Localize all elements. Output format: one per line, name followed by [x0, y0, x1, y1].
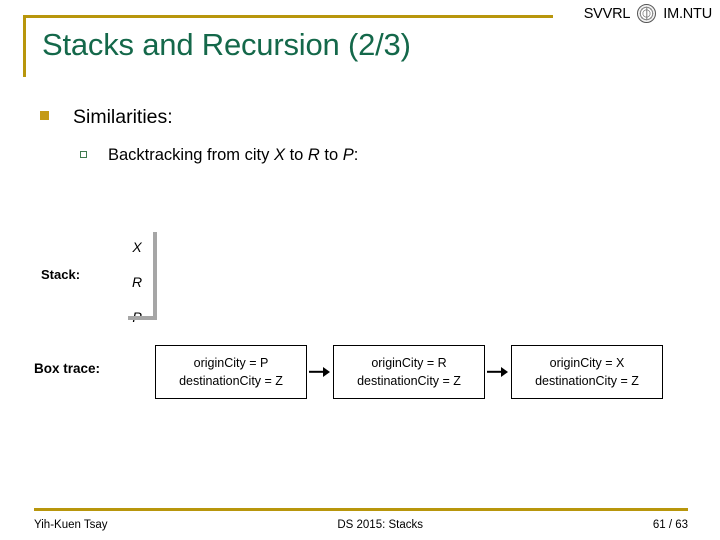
backtracking-suffix: : [353, 146, 359, 164]
brand-left-label: SVVRL [583, 5, 631, 22]
stack-label: Stack: [41, 267, 81, 282]
box-trace-label: Box trace: [34, 361, 101, 376]
bullet-level1-label: Similarities: [73, 106, 173, 128]
bullet-item-similarities: Similarities: [40, 106, 173, 129]
trace-box: originCity = R destinationCity = Z [333, 345, 485, 399]
trace-box: originCity = X destinationCity = Z [511, 345, 663, 399]
footer-course: DS 2015: Stacks [337, 519, 423, 531]
bullet-item-backtracking: Backtracking from city X to R to P: [80, 146, 358, 165]
title-accent-rule-vertical [23, 15, 26, 77]
box-trace-row: originCity = P destinationCity = Z origi… [155, 345, 663, 399]
trace-box: originCity = P destinationCity = Z [155, 345, 307, 399]
page-title: Stacks and Recursion (2/3) [42, 27, 411, 62]
trace-box-destination: destinationCity = Z [535, 374, 639, 388]
square-bullet-icon [40, 111, 49, 120]
right-arrow-icon [307, 366, 333, 378]
footer-author: Yih-Kuen Tsay [34, 519, 108, 531]
backtracking-mid-1: to [284, 146, 308, 164]
arrow-shaft [487, 370, 504, 374]
backtracking-var-x: X [273, 146, 285, 164]
backtracking-var-r: R [307, 146, 320, 164]
footer: Yih-Kuen Tsay DS 2015: Stacks 61 / 63 [34, 519, 688, 531]
stack-item: X [132, 239, 142, 255]
backtracking-var-p: P [342, 146, 354, 164]
right-arrow-icon [485, 366, 511, 378]
trace-box-destination: destinationCity = Z [179, 374, 283, 388]
stack-item: R [131, 274, 143, 290]
brand-right-label: IM.NTU [663, 5, 712, 22]
backtracking-mid-2: to [319, 146, 343, 164]
backtracking-prefix: Backtracking from city [108, 146, 274, 164]
brand-header: SVVRL IM.NTU [584, 4, 712, 23]
bullet-level2-label: Backtracking from city X to R to P: [108, 146, 358, 165]
hollow-square-bullet-icon [80, 151, 87, 158]
title-accent-rule-horizontal [23, 15, 553, 18]
arrow-head [501, 367, 508, 377]
ntu-seal-logo-icon [637, 4, 657, 23]
trace-box-destination: destinationCity = Z [357, 374, 461, 388]
arrow-shaft [309, 370, 326, 374]
trace-box-origin: originCity = R [371, 355, 447, 370]
stack-bracket-vertical [153, 232, 157, 320]
trace-box-origin: originCity = P [193, 355, 269, 370]
trace-box-origin: originCity = X [549, 355, 625, 370]
footer-accent-rule [34, 508, 688, 511]
stack-bracket-bottom [128, 316, 157, 320]
arrow-head [323, 367, 330, 377]
footer-page-number: 61 / 63 [652, 519, 688, 531]
